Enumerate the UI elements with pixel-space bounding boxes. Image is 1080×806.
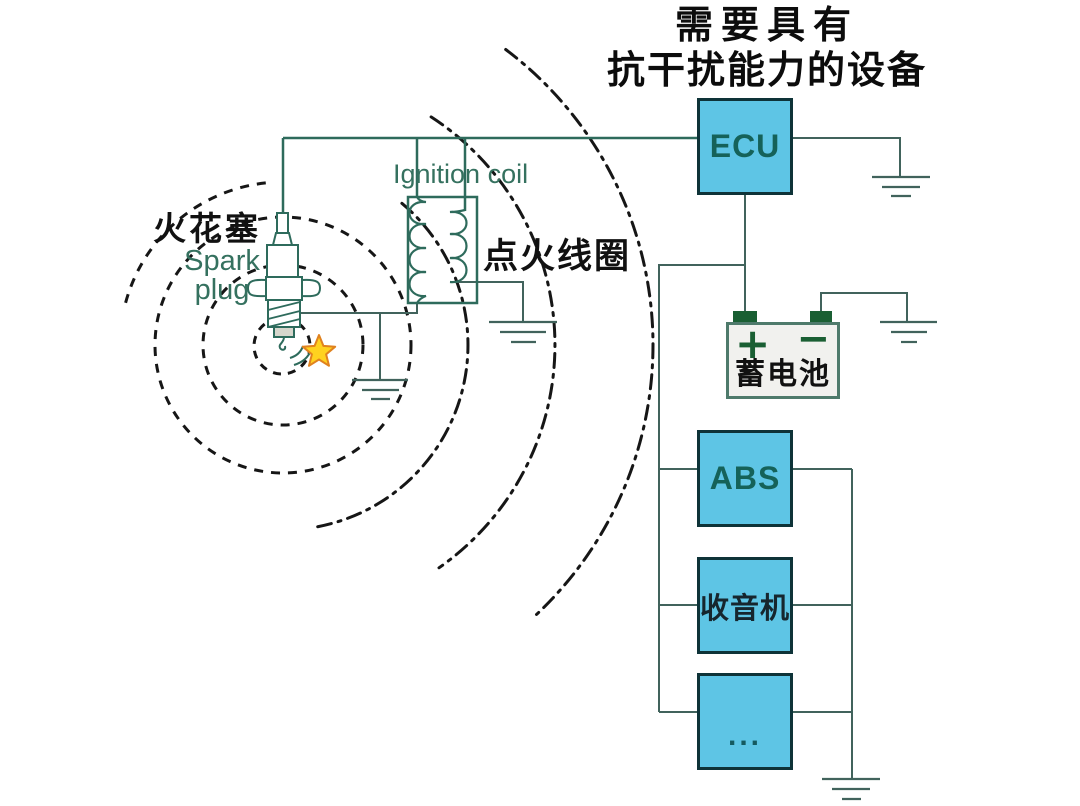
abs-box: ABS	[697, 430, 793, 527]
emi-dashdot-arc-3	[504, 48, 655, 618]
sparkplug-thread	[267, 299, 301, 328]
coil-winding-left	[408, 196, 427, 304]
battery-label: 蓄电池	[735, 358, 831, 391]
battery-terminals	[733, 311, 832, 323]
more-devices-box: ...	[697, 673, 793, 770]
ignition-coil-label-zh: 点火线圈	[483, 237, 632, 276]
wire-coil-output-to-ground	[450, 281, 524, 322]
spark-star-icon	[301, 334, 337, 367]
ecu-label: ECU	[709, 128, 781, 164]
diagram-title: 需要具有 抗干扰能力的设备	[557, 4, 977, 94]
wire-battery-neg-to-ground	[820, 292, 908, 322]
sparkplug-insulator	[266, 244, 299, 279]
wire-ecu-to-ground	[793, 137, 901, 177]
diagram-title-line1: 需要具有	[674, 5, 859, 47]
ground-symbol-ecu	[872, 175, 930, 198]
sparkplug-label-zh: 火花塞	[153, 212, 261, 248]
diagram-title-line2: 抗干扰能力的设备	[606, 49, 927, 92]
ignition-coil-symbol	[406, 195, 479, 305]
battery-minus-sign: −	[796, 316, 830, 362]
ecu-box: ECU	[697, 98, 793, 195]
emi-dashdot-arc-1	[313, 201, 470, 529]
ground-symbols	[352, 175, 937, 801]
battery-plus-sign: +	[735, 319, 771, 368]
battery-terminal-negative	[810, 311, 832, 323]
sparkplug-electrode	[278, 336, 287, 351]
radio-label: 收音机	[700, 592, 791, 625]
more-devices-label: ...	[727, 719, 762, 752]
coil-winding-right	[449, 208, 468, 284]
emi-wave-arcs	[124, 48, 655, 618]
ground-symbol-coil	[489, 320, 557, 344]
ignition-coil-label-en: Ignition coil	[393, 159, 529, 189]
sparkplug-thread-hatch	[267, 301, 301, 328]
emi-dashed-arc-4	[124, 181, 269, 304]
sparkplug-taper	[271, 232, 294, 246]
spark-plug-icon	[246, 212, 322, 351]
ground-symbol-battery	[880, 320, 937, 344]
ignition-coil-box	[406, 195, 479, 305]
ground-symbol-sparkplug	[352, 378, 408, 401]
sparkplug-hex-left-wing	[246, 278, 267, 298]
sparkplug-label-en: Spark plug	[184, 245, 260, 306]
sparkplug-tip	[273, 326, 295, 338]
abs-label: ABS	[709, 460, 781, 496]
sparkplug-terminal	[276, 212, 289, 234]
wire-plug-shell-ground	[300, 303, 418, 314]
battery-terminal-positive	[733, 311, 757, 323]
ground-symbol-bus	[822, 777, 880, 801]
battery-box: + − 蓄电池	[726, 316, 840, 399]
circuit-wires	[281, 136, 908, 779]
radio-box: 收音机	[697, 557, 793, 654]
wire-branch-left-bus	[658, 264, 745, 712]
sparkplug-hex-right-wing	[301, 278, 322, 298]
